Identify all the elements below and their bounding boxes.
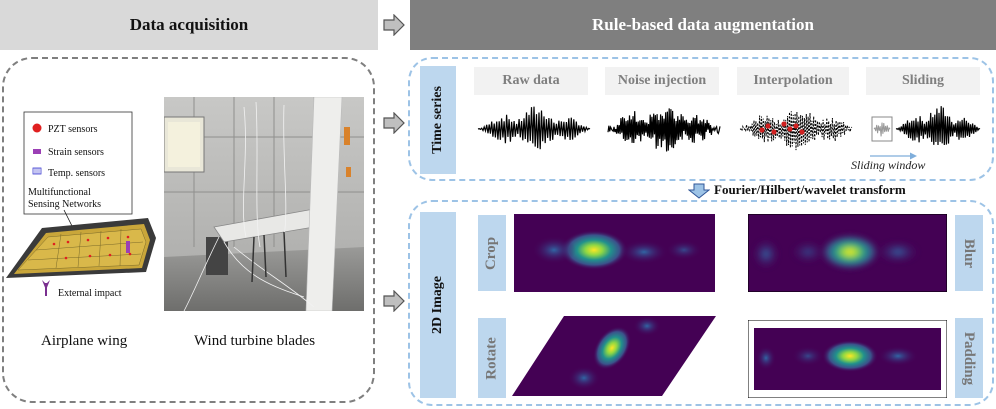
interpolated-point (793, 123, 799, 129)
waveform-raw-data (477, 106, 591, 150)
interpolated-point (781, 121, 787, 127)
method-sliding: Sliding (866, 67, 980, 95)
interpolated-point (799, 129, 805, 135)
time-series-label: Time series (420, 66, 456, 174)
temp-sensor-icon (32, 167, 42, 175)
method-interpolation: Interpolation (737, 67, 849, 95)
waveform-interpolation (739, 111, 853, 151)
external-impact-icon (42, 280, 50, 296)
strain-sensor-icon (33, 149, 41, 154)
interpolated-point (765, 123, 771, 129)
header-arrow-icon (383, 14, 405, 36)
waveform-noise-injection (607, 108, 721, 152)
interpolated-point (787, 126, 793, 132)
method-rotate-label: Rotate (478, 318, 506, 398)
augmentation-header: Rule-based data augmentation (410, 0, 996, 50)
network-label-line1: Multifunctional (28, 187, 91, 198)
image-2d-label: 2D Image (420, 212, 456, 398)
data-acquisition-header: Data acquisition (0, 0, 378, 50)
strain-legend-label: Strain sensors (48, 147, 104, 158)
method-blur-label: Blur (955, 215, 983, 291)
time-series-panel (408, 57, 994, 181)
interpolated-point (771, 129, 777, 135)
airplane-wing-caption: Airplane wing (41, 333, 128, 349)
airplane-wing-illustration: PZT sensors Strain sensors Temp. sensors… (6, 111, 156, 299)
wind-turbine-caption: Wind turbine blades (194, 333, 316, 349)
waveform-sliding (871, 106, 981, 146)
pzt-legend-label: PZT sensors (48, 124, 98, 135)
sliding-window-arrow-icon (870, 152, 917, 160)
image-2d-panel (408, 200, 994, 406)
transform-down-arrow-icon (688, 183, 710, 199)
temp-legend-label: Temp. sensors (48, 168, 105, 179)
transform-label: Fourier/Hilbert/wavelet transform (714, 182, 906, 197)
sliding-window-label: Sliding window (851, 158, 926, 172)
heatmap-blur (748, 214, 947, 292)
network-label-line2: Sensing Networks (28, 199, 101, 210)
acquisition-panel (2, 57, 375, 403)
pzt-sensor-icon (32, 123, 42, 133)
external-impact-label: External impact (58, 288, 122, 299)
interpolated-point (759, 127, 765, 133)
method-padding-label: Padding (955, 318, 983, 398)
method-crop-label: Crop (478, 215, 506, 291)
method-noise-injection: Noise injection (605, 67, 719, 95)
heatmap-padding (748, 320, 947, 398)
wind-turbine-lab-photo (164, 97, 364, 311)
heatmap-crop (514, 214, 715, 292)
to-2d-image-arrow-icon (383, 290, 405, 312)
heatmap-rotate (512, 316, 716, 396)
to-time-series-arrow-icon (383, 112, 405, 134)
method-raw-data: Raw data (474, 67, 588, 95)
